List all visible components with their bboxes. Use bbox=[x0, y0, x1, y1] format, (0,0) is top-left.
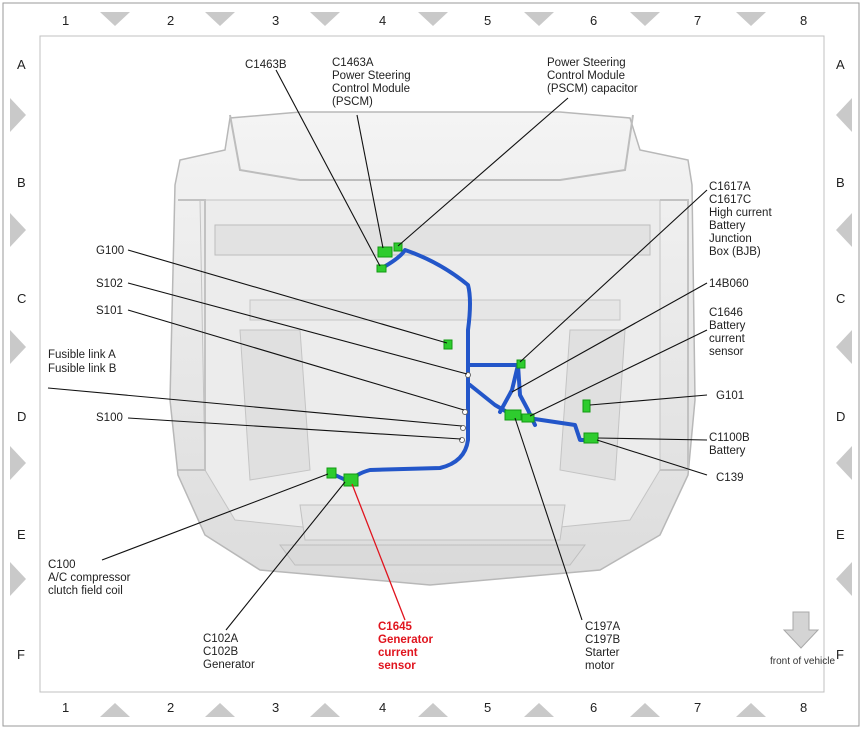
front-of-vehicle-label: front of vehicle bbox=[770, 656, 835, 667]
row-label: E bbox=[836, 527, 845, 542]
col-label: 2 bbox=[167, 13, 174, 28]
vehicle-front-end bbox=[169, 111, 696, 586]
label-s100: S100 bbox=[96, 412, 123, 424]
col-label: 7 bbox=[694, 700, 701, 715]
connector-c1646 bbox=[521, 413, 535, 423]
connector-g101 bbox=[582, 399, 591, 413]
splice-s101 bbox=[462, 409, 468, 415]
label-c1645: C1645 Generator current sensor bbox=[378, 621, 436, 672]
label-c1646: C1646 Battery current sensor bbox=[709, 307, 749, 358]
col-label: 5 bbox=[484, 13, 491, 28]
row-label: E bbox=[17, 527, 26, 542]
label-c1463b: C1463B bbox=[245, 59, 287, 71]
row-label: C bbox=[836, 291, 845, 306]
label-fusible-links: Fusible link A Fusible link B bbox=[48, 349, 118, 375]
col-label: 1 bbox=[62, 13, 69, 28]
grid-ticks bbox=[10, 12, 852, 717]
connector-c1100b bbox=[583, 432, 599, 444]
col-label: 8 bbox=[800, 13, 807, 28]
label-14b060: 14B060 bbox=[709, 278, 749, 290]
connector-c100 bbox=[326, 467, 337, 479]
labels: C1463B C1463A Power Steering Control Mod… bbox=[48, 57, 775, 672]
col-label: 5 bbox=[484, 700, 491, 715]
front-of-vehicle-arrow-icon bbox=[782, 611, 820, 649]
connector-bjb bbox=[516, 359, 526, 369]
col-label: 6 bbox=[590, 13, 597, 28]
label-s102: S102 bbox=[96, 278, 123, 290]
col-label: 6 bbox=[590, 700, 597, 715]
col-label: 3 bbox=[272, 13, 279, 28]
connector-c102 bbox=[343, 473, 359, 487]
connector-c197 bbox=[504, 409, 522, 421]
label-s101: S101 bbox=[96, 305, 123, 317]
label-bjb: C1617A C1617C High current Battery Junct… bbox=[709, 181, 775, 258]
label-g100: G100 bbox=[96, 245, 124, 257]
label-g101: G101 bbox=[716, 390, 744, 402]
row-label: C bbox=[17, 291, 26, 306]
splice-fusible bbox=[460, 425, 466, 431]
row-label: D bbox=[17, 409, 26, 424]
connectors bbox=[326, 242, 599, 487]
col-label: 4 bbox=[379, 13, 386, 28]
row-label: A bbox=[836, 57, 845, 72]
col-label: 8 bbox=[800, 700, 807, 715]
col-label: 7 bbox=[694, 13, 701, 28]
col-label: 3 bbox=[272, 700, 279, 715]
col-label: 2 bbox=[167, 700, 174, 715]
label-c139: C139 bbox=[716, 472, 744, 484]
connector-g100 bbox=[443, 339, 453, 350]
label-c1100b: C1100B Battery bbox=[709, 432, 753, 457]
row-label: F bbox=[836, 647, 844, 662]
row-label: A bbox=[17, 57, 26, 72]
col-label: 4 bbox=[379, 700, 386, 715]
leader-c1645 bbox=[351, 483, 406, 621]
row-label: F bbox=[17, 647, 25, 662]
connector-pscm-capacitor bbox=[393, 242, 403, 252]
splice-s100 bbox=[459, 437, 465, 443]
row-label: B bbox=[836, 175, 845, 190]
row-label: B bbox=[17, 175, 26, 190]
label-c1463a: C1463A Power Steering Control Module (PS… bbox=[332, 57, 414, 108]
col-label: 1 bbox=[62, 700, 69, 715]
label-c102: C102A C102B Generator bbox=[203, 633, 255, 671]
row-label: D bbox=[836, 409, 845, 424]
grid-labels: 1 2 3 4 5 6 7 8 1 2 3 4 5 6 7 8 A B C D … bbox=[17, 13, 845, 715]
label-pscm-capacitor: Power Steering Control Module (PSCM) cap… bbox=[547, 57, 638, 95]
connector-c1463a bbox=[377, 246, 393, 258]
label-c100: C100 A/C compressor clutch field coil bbox=[48, 559, 134, 597]
leader-lines bbox=[47, 69, 708, 631]
connector-c1463b bbox=[376, 264, 387, 273]
label-c197: C197A C197B Starter motor bbox=[585, 621, 623, 672]
